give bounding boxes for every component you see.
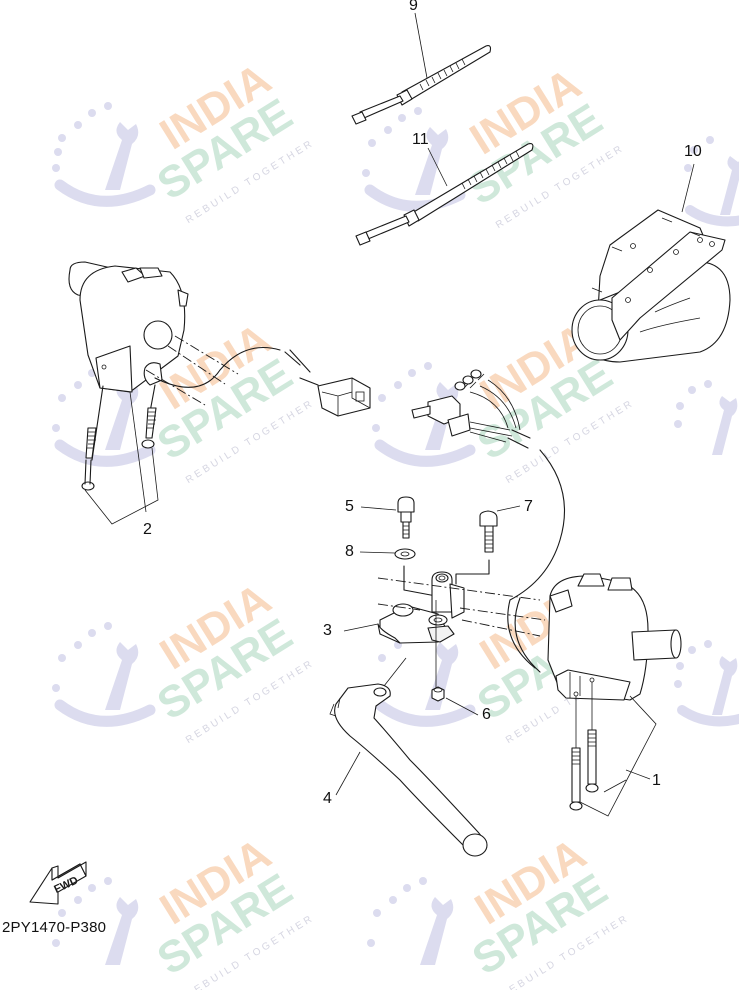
callout-8[interactable]: 8 — [345, 543, 354, 560]
callout-4[interactable]: 4 — [323, 790, 332, 807]
right-switch-1[interactable] — [514, 573, 682, 817]
callout-6[interactable]: 6 — [482, 706, 491, 723]
wire-connectors[interactable] — [411, 369, 566, 669]
callout-11[interactable]: 11 — [412, 131, 429, 148]
cable-tie-11[interactable] — [355, 143, 534, 246]
left-switch-2[interactable] — [68, 261, 371, 525]
nut-6[interactable] — [431, 686, 479, 716]
callout-2[interactable]: 2 — [143, 521, 152, 538]
callout-9[interactable]: 9 — [409, 0, 418, 14]
lever-holder-3[interactable] — [343, 571, 546, 690]
forward-arrow-icon: FWD — [29, 861, 87, 905]
lever-4[interactable] — [329, 657, 488, 857]
callout-1[interactable]: 1 — [652, 772, 661, 789]
pivot-bolt-5[interactable] — [360, 496, 415, 539]
callout-10[interactable]: 10 — [684, 143, 702, 160]
drawing-code: 2PY1470-P380 — [2, 919, 107, 936]
line-art: FWD — [29, 12, 731, 905]
bracket-assembly-10[interactable] — [571, 163, 731, 363]
callout-3[interactable]: 3 — [323, 622, 332, 639]
washer-8[interactable] — [359, 548, 437, 611]
callout-5[interactable]: 5 — [345, 498, 354, 515]
callout-7[interactable]: 7 — [524, 498, 533, 515]
bolt-7[interactable] — [455, 505, 521, 585]
cable-tie-9[interactable] — [351, 12, 492, 125]
